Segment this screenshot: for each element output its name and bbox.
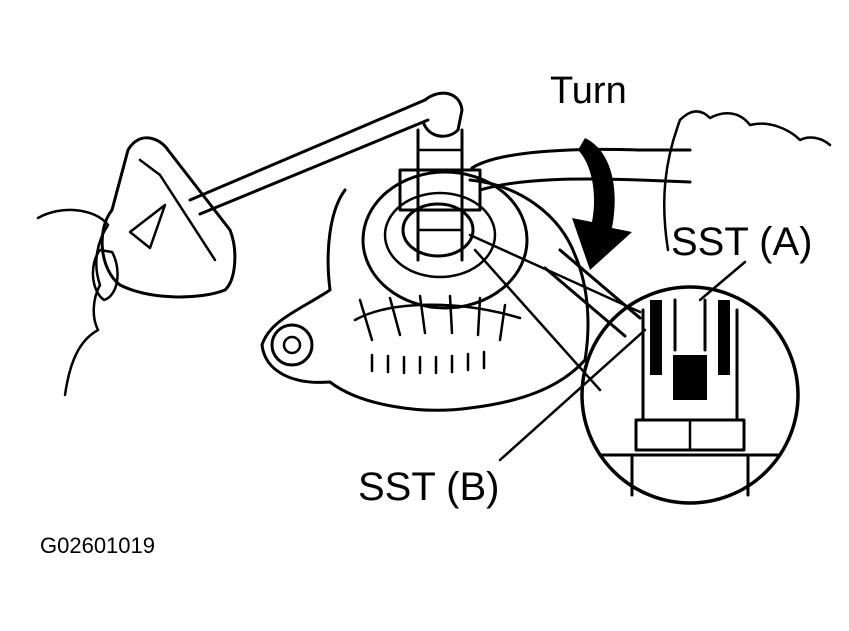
label-leaders: [498, 260, 747, 462]
sst-b-label: SST (B): [358, 465, 500, 509]
detail-leader-line: [468, 233, 642, 392]
sst-a-wrench: [100, 91, 464, 299]
detail-circle: [580, 285, 800, 505]
turn-label: Turn: [550, 70, 627, 112]
turn-arrow-icon: [572, 138, 632, 270]
socket-stack: [398, 128, 482, 262]
alternator-body: [260, 170, 590, 412]
sst-a-label: SST (A): [671, 220, 813, 264]
left-hand-illustration: [36, 208, 119, 397]
figure-code: G02601019: [40, 533, 155, 558]
right-hand-illustration: [662, 110, 832, 252]
